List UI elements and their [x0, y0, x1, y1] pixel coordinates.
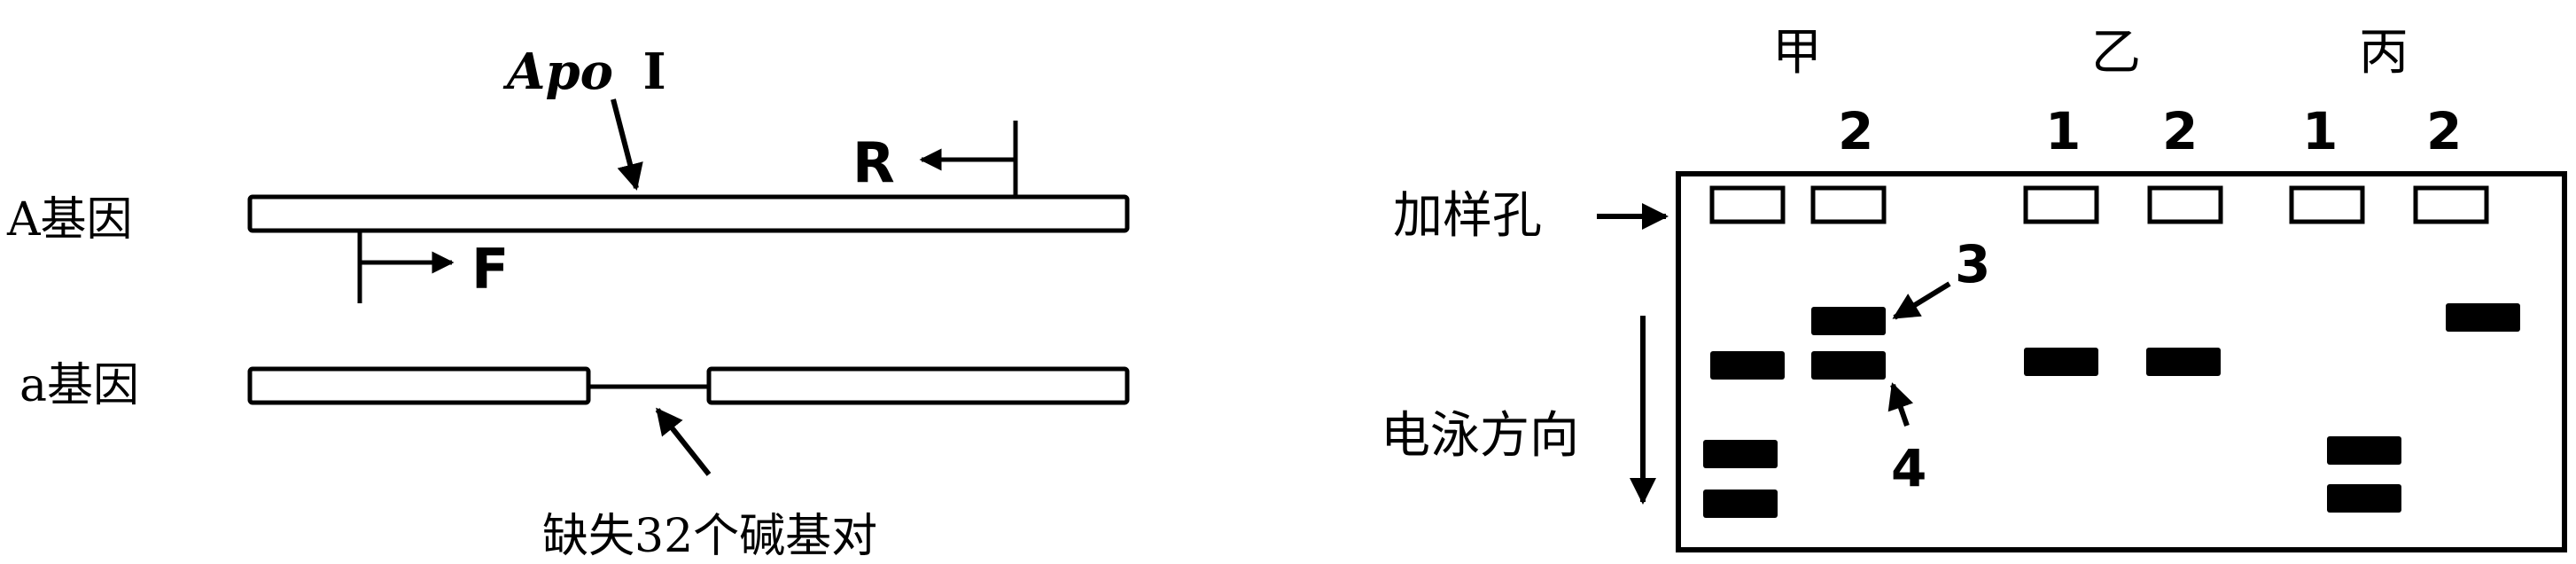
gel-band [1710, 351, 1785, 380]
sample-well [2023, 185, 2099, 224]
lane-number: 2 [2426, 101, 2462, 161]
apo-site-label-roman: I [642, 43, 665, 101]
gene-A-bar [247, 194, 1130, 233]
band-label-3-arrow [1892, 281, 1951, 320]
gel-band [1811, 307, 1886, 335]
band-label-3: 3 [1955, 234, 1990, 294]
gel-band [2146, 348, 2221, 376]
band-label-4: 4 [1891, 438, 1926, 498]
gel-band [1703, 490, 1778, 518]
band-label-4-arrow [1887, 382, 1914, 427]
primer-R-label: R [852, 130, 895, 195]
gel-band [2327, 436, 2401, 465]
gel-band [1703, 440, 1778, 468]
gel-diagram: 甲 乙 丙 2 1 2 1 2 加样孔 3 4 [1381, 24, 2567, 552]
gene-a-bar-left [247, 366, 591, 405]
lane-number: 1 [2045, 101, 2081, 161]
deletion-label: 缺失32个碱基对 [542, 510, 877, 563]
gel-band [1811, 351, 1886, 380]
sample-well [1810, 185, 1887, 224]
apo-site-label: Apo I [502, 43, 666, 101]
group-header-bing: 丙 [2359, 24, 2409, 82]
deletion-arrow [655, 407, 712, 476]
apo-site-label-italic: Apo [502, 43, 613, 101]
group-header-jia: 甲 [1772, 24, 1822, 82]
sample-well [2413, 185, 2489, 224]
sample-well [2289, 185, 2365, 224]
gel-band [2446, 303, 2520, 332]
gene-a-bar-right [706, 366, 1130, 405]
sample-well [2147, 185, 2223, 224]
gel-band [2024, 348, 2098, 376]
lane-number: 2 [2162, 101, 2198, 161]
group-header-yi: 乙 [2091, 24, 2141, 82]
apo-site-arrow [611, 98, 643, 191]
gene-a-label: a基因 [19, 359, 139, 412]
sample-well [1709, 185, 1786, 224]
primer-F-label: F [471, 237, 509, 302]
gel-band [2327, 484, 2401, 513]
lane-number: 2 [1838, 101, 1873, 161]
gene-diagram: A基因 Apo I R F a基因 缺失32个碱基对 [6, 43, 1130, 563]
gene-A-label: A基因 [6, 193, 133, 247]
lane-number: 1 [2302, 101, 2338, 161]
direction-label: 电泳方向 [1381, 407, 1579, 465]
well-label: 加样孔 [1393, 187, 1542, 245]
